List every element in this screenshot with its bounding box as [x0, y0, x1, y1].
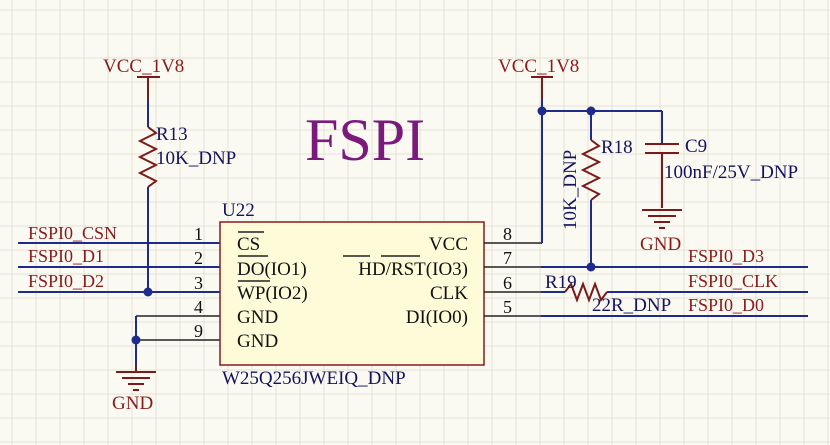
pin-name-wp: WP(IO2)	[237, 283, 308, 304]
junction-dot	[537, 106, 547, 116]
pin-name-do: DO(IO1)	[237, 259, 307, 280]
resistor-r19	[564, 281, 608, 303]
pin-number: 9	[194, 321, 203, 341]
pin-name-clk: CLK	[430, 283, 468, 304]
vcc-left-label: VCC_1V8	[103, 56, 184, 77]
gnd-right-label: GND	[640, 234, 681, 255]
u22-part: W25Q256JWEIQ_DNP	[222, 368, 406, 389]
net-label-d3: FSPI0_D3	[688, 246, 764, 266]
pin-name-cs: CS	[237, 234, 260, 255]
r18-ref: R18	[601, 137, 633, 158]
pin-name-hd-rst: HD/RST(IO3)	[358, 259, 468, 280]
r19-ref: R19	[545, 272, 577, 293]
net-label-d1: FSPI0_D1	[28, 246, 104, 266]
pin-number: 6	[503, 273, 512, 293]
pin-number: 5	[503, 297, 512, 317]
pin-number: 4	[194, 297, 203, 317]
net-label-d0: FSPI0_D0	[688, 295, 764, 315]
schematic-title: FSPI	[305, 107, 425, 173]
resistor-r13	[137, 126, 159, 188]
pin-number: 1	[194, 224, 203, 244]
pin-name-di: DI(IO0)	[406, 307, 468, 328]
pin-number: 8	[503, 224, 512, 244]
c9-value: 100nF/25V_DNP	[664, 162, 798, 183]
gnd-left-symbol	[116, 365, 156, 391]
u22-ref: U22	[222, 200, 255, 221]
r13-ref: R13	[156, 124, 188, 145]
net-label-clk: FSPI0_CLK	[688, 271, 778, 291]
vcc-left-symbol	[137, 76, 160, 100]
u22-body	[219, 221, 485, 366]
r18-value: 10K_DNP	[560, 150, 581, 230]
pin-name-gnd: GND	[237, 331, 278, 352]
r19-value: 22R_DNP	[592, 295, 671, 316]
pin-name-vcc: VCC	[429, 234, 468, 255]
pin-number: 7	[503, 248, 512, 268]
vcc-right-label: VCC_1V8	[498, 56, 579, 77]
resistor-r18	[580, 139, 602, 201]
r13-value: 10K_DNP	[156, 148, 236, 169]
pin-number: 2	[194, 248, 203, 268]
c9-ref: C9	[685, 136, 707, 157]
pin-name-gnd: GND	[237, 307, 278, 328]
net-label-csn: FSPI0_CSN	[28, 223, 117, 243]
vcc-right-symbol	[531, 76, 553, 100]
junction-dot	[131, 335, 141, 345]
pin-number: 3	[194, 273, 203, 293]
gnd-left-label: GND	[112, 393, 153, 414]
gnd-right-symbol	[642, 209, 682, 229]
net-label-d2: FSPI0_D2	[28, 271, 104, 291]
